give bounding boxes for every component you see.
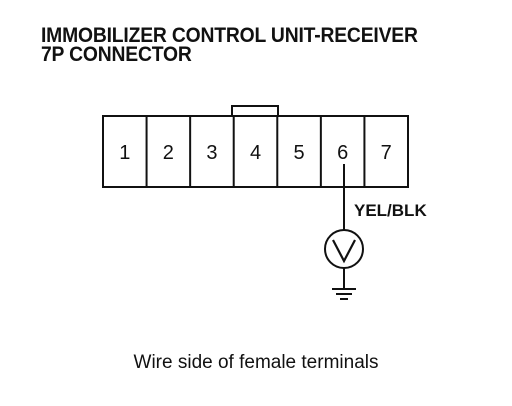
pin-number-2: 2 [163, 142, 174, 164]
pin-number-6: 6 [337, 142, 348, 164]
title-line-1: IMMOBILIZER CONTROL UNIT-RECEIVER [41, 24, 418, 47]
wire-color-label: YEL/BLK [354, 201, 427, 220]
connector-cavities: 1 2 3 4 5 6 7 [119, 116, 392, 187]
voltmeter-icon [324, 229, 364, 269]
connector-housing [102, 115, 409, 188]
pin-number-5: 5 [294, 142, 305, 164]
title-line-2: 7P CONNECTOR [41, 43, 192, 66]
pin-number-7: 7 [381, 142, 392, 164]
pin-number-4: 4 [250, 142, 261, 164]
ground-icon [332, 288, 356, 300]
pin-number-3: 3 [206, 142, 217, 164]
pin-number-1: 1 [119, 142, 130, 164]
diagram-caption: Wire side of female terminals [133, 352, 379, 373]
diagram-title: IMMOBILIZER CONTROL UNIT-RECEIVER 7P CON… [41, 24, 418, 66]
